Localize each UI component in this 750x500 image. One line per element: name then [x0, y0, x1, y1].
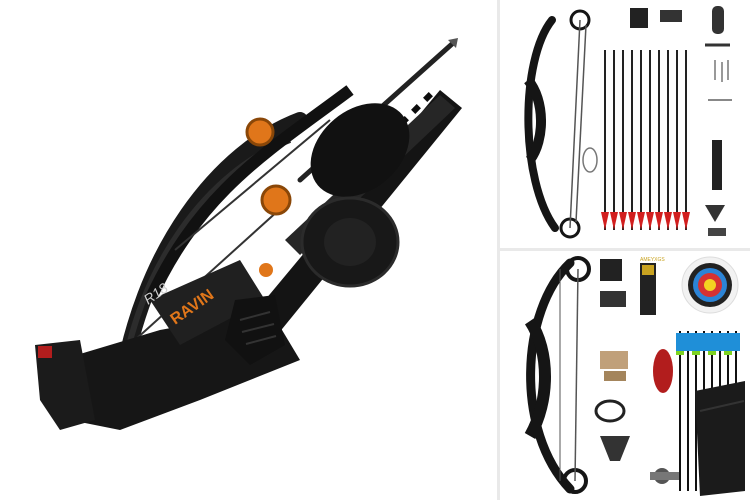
divider-horizontal: [500, 248, 750, 251]
compound-bow-icon: [523, 6, 732, 239]
target-face: [681, 256, 739, 314]
thumbnail-2[interactable]: AMEYXGS: [500, 251, 750, 500]
crossbow-illustration: RAVIN R18: [35, 38, 462, 430]
thumbnail-1[interactable]: [500, 0, 750, 248]
target-brand-text: AMEYXGS: [640, 257, 665, 263]
divider-vertical: [497, 0, 500, 500]
main-product-image[interactable]: RAVIN R18: [0, 0, 497, 500]
compound-bow-icon: AMEYXGS: [524, 256, 745, 496]
